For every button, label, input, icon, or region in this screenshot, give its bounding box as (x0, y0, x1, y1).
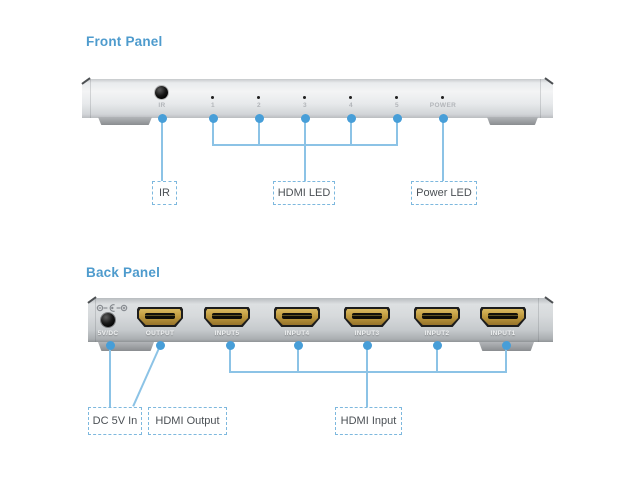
ir-receiver (155, 86, 168, 99)
callout-line-output (132, 345, 161, 407)
hdmi-port-input5 (204, 307, 250, 327)
callout-box-hdmi-output: HDMI Output (148, 407, 227, 435)
dc-polarity-icon (96, 304, 128, 312)
callout-line-led2 (258, 120, 260, 146)
chassis-seam (90, 79, 91, 118)
callout-dot-output (155, 340, 165, 350)
hdmi-port-slot (352, 313, 382, 319)
front-panel-title: Front Panel (86, 34, 163, 49)
led-hole-2 (257, 96, 260, 99)
callout-line-led1 (212, 120, 214, 146)
hdmi-port-slot (212, 313, 242, 319)
hdmi-port-input1 (480, 307, 526, 327)
callout-line-input1 (505, 347, 507, 373)
front-label-5: 5 (394, 102, 400, 109)
dc-power-jack (101, 313, 115, 327)
hdmi-port-slot (422, 313, 452, 319)
front-label-2: 2 (256, 102, 262, 109)
callout-line-led3 (304, 120, 306, 146)
callout-line-led4 (350, 120, 352, 146)
callout-dot-led1 (208, 113, 218, 123)
callout-dot-ir (157, 113, 167, 123)
callout-dot-led4 (346, 113, 356, 123)
chassis-seam (95, 298, 96, 342)
callout-line-hdmi-input (366, 373, 368, 407)
back-label-5vdc: 5V/DC (97, 330, 119, 337)
callout-line-input2 (436, 347, 438, 373)
led-hole-4 (349, 96, 352, 99)
hdmi-port-input3 (344, 307, 390, 327)
callout-line-input5 (229, 347, 231, 373)
hdmi-port-slot (145, 313, 175, 319)
callout-box-dc-5v-in: DC 5V In (88, 407, 142, 435)
led-hole-power (441, 96, 444, 99)
callout-connector-leds (212, 144, 398, 146)
callout-box-power-led: Power LED (411, 181, 477, 205)
hdmi-port-input2 (414, 307, 460, 327)
callout-dot-led3 (300, 113, 310, 123)
callout-connector-inputs (229, 371, 507, 373)
back-label-input5: INPUT5 (214, 330, 240, 337)
hdmi-port-slot (488, 313, 518, 319)
callout-dot-dc (105, 340, 115, 350)
led-hole-1 (211, 96, 214, 99)
hdmi-port-slot (282, 313, 312, 319)
callout-dot-input2 (432, 340, 442, 350)
back-label-input3: INPUT3 (354, 330, 380, 337)
callout-dot-input3 (362, 340, 372, 350)
callout-box-ir: IR (152, 181, 177, 205)
back-label-input2: INPUT2 (424, 330, 450, 337)
callout-dot-led5 (392, 113, 402, 123)
callout-dot-input5 (225, 340, 235, 350)
back-label-output: OUTPUT (145, 330, 175, 337)
chassis-seam (538, 298, 539, 342)
back-label-input1: INPUT1 (490, 330, 516, 337)
callout-line-input4 (297, 347, 299, 373)
callout-box-hdmi-led: HDMI LED (273, 181, 335, 205)
callout-line-hdmi-led (304, 146, 306, 181)
callout-line-input3 (366, 347, 368, 373)
front-label-1: 1 (210, 102, 216, 109)
back-panel-title: Back Panel (86, 265, 161, 280)
front-label-power: POWER (429, 102, 457, 109)
callout-dot-led2 (254, 113, 264, 123)
chassis-seam (540, 79, 541, 118)
hdmi-port-output (137, 307, 183, 327)
front-label-3: 3 (302, 102, 308, 109)
callout-dot-input4 (293, 340, 303, 350)
front-label-4: 4 (348, 102, 354, 109)
front-panel-device (82, 79, 553, 118)
callout-dot-power (438, 113, 448, 123)
callout-line-ir (161, 120, 163, 181)
callout-line-dc (109, 347, 111, 407)
device-foot (98, 342, 154, 351)
callout-dot-input1 (501, 340, 511, 350)
callout-line-power-led (442, 120, 444, 181)
callout-line-led5 (396, 120, 398, 146)
device-foot (98, 117, 152, 125)
front-label-ir: IR (158, 102, 166, 109)
hdmi-port-input4 (274, 307, 320, 327)
callout-box-hdmi-input: HDMI Input (335, 407, 402, 435)
led-hole-5 (395, 96, 398, 99)
device-foot (487, 117, 538, 125)
led-hole-3 (303, 96, 306, 99)
back-label-input4: INPUT4 (284, 330, 310, 337)
